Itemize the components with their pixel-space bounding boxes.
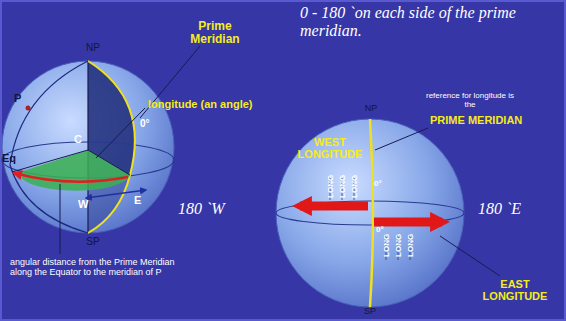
long-tick-label: LONG bbox=[339, 171, 348, 201]
long-tick-label: LONG bbox=[351, 171, 360, 201]
direction-label: E bbox=[134, 194, 148, 206]
pole-label: SP bbox=[78, 236, 108, 247]
pole-label: SP bbox=[355, 307, 385, 317]
prime-meridian-label: Prime Meridian bbox=[180, 20, 250, 46]
longitude-label: longitude (an angle) bbox=[148, 98, 273, 110]
handwritten-note: 0 - 180 `on each side of the prime merid… bbox=[300, 4, 562, 39]
longitude-limit: 180 `E bbox=[478, 200, 548, 218]
long-tick-label: LONG bbox=[395, 230, 404, 260]
long-tick-label: LONG bbox=[383, 230, 392, 260]
reference-note: reference for longitude is the bbox=[420, 92, 520, 110]
degree-label: 0° bbox=[376, 226, 396, 235]
prime-meridian-label: PRIME MERIDIAN bbox=[430, 114, 560, 126]
pole-label: NP bbox=[78, 42, 108, 53]
long-tick-label: LONG bbox=[327, 171, 336, 201]
degree-label: 0° bbox=[140, 118, 164, 129]
long-tick-label: LONG bbox=[407, 230, 416, 260]
point-label: P bbox=[14, 92, 28, 104]
center-label: C bbox=[74, 133, 88, 145]
degree-label: 0° bbox=[374, 180, 394, 189]
direction-label: W bbox=[78, 198, 92, 210]
pole-label: NP bbox=[356, 104, 386, 114]
east-longitude-label: EAST LONGITUDE bbox=[470, 278, 560, 302]
equator-label: Eq bbox=[2, 152, 24, 164]
angular-distance-note: angular distance from the Prime Meridian… bbox=[10, 258, 180, 278]
left-globe bbox=[2, 46, 200, 254]
right-globe bbox=[276, 119, 500, 307]
west-longitude-label: WEST LONGITUDE bbox=[290, 136, 370, 160]
longitude-limit: 180 `W bbox=[178, 200, 248, 218]
